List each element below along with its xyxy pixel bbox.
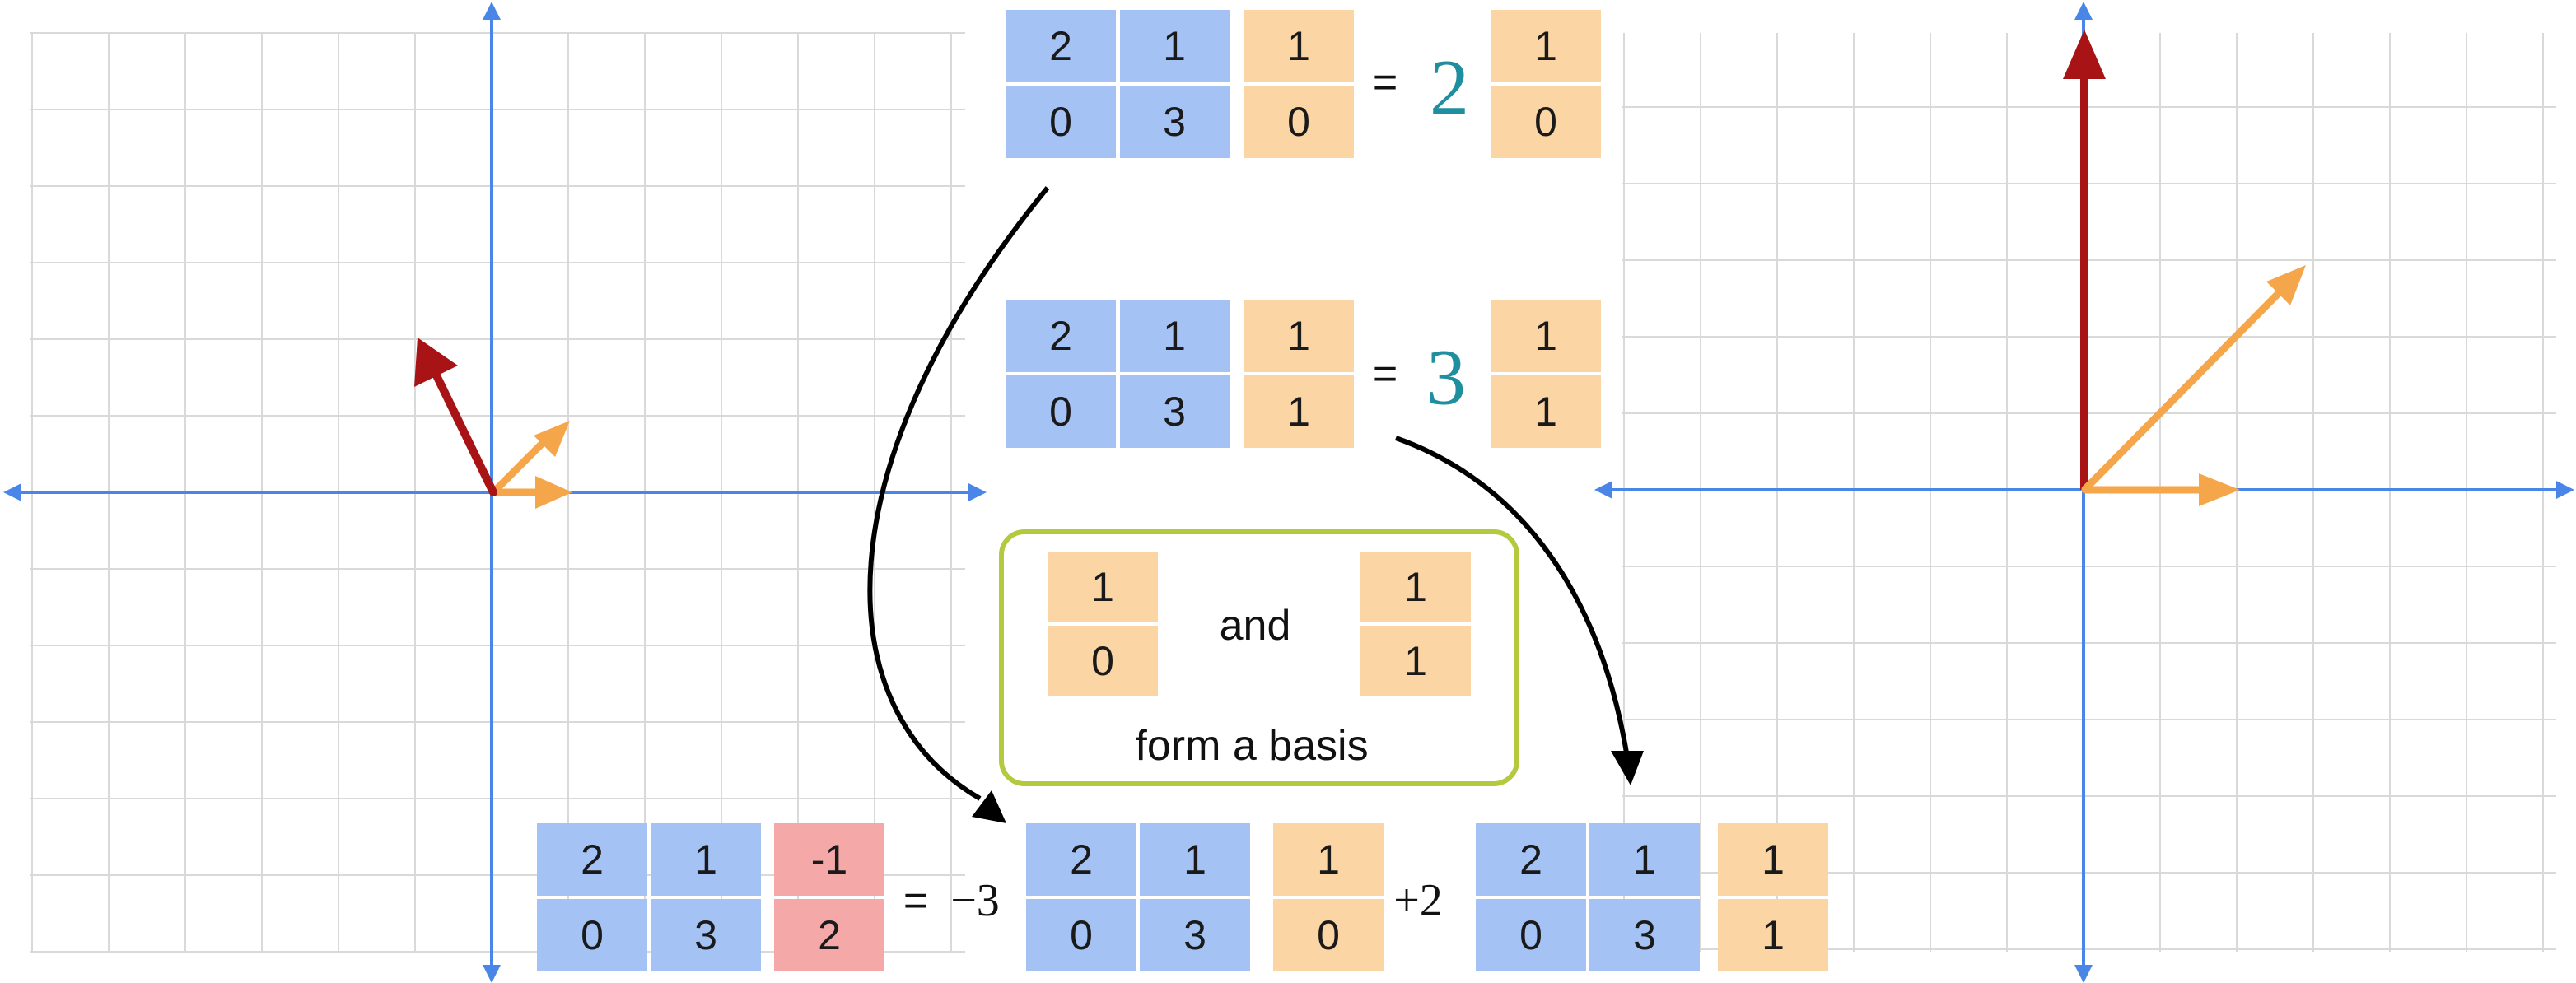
- right-eigen-vector-ae2: [2081, 265, 2306, 493]
- bottom-vector1-top: 1: [1317, 836, 1340, 883]
- bottom-input-top: -1: [811, 836, 847, 883]
- eq1-matrix-a12: 1: [1163, 23, 1186, 69]
- eq1-matrix-a21: 0: [1049, 99, 1072, 145]
- bottom-vector-1: 1 0: [1273, 823, 1384, 971]
- bottom-matrix: 2 1 0 3: [537, 823, 761, 971]
- bottom-input-bottom: 2: [818, 912, 841, 958]
- bottom-vector-2: 1 1: [1718, 823, 1828, 971]
- bottom-matrix2-a12: 1: [1633, 836, 1656, 883]
- right-image-vector: [2063, 30, 2106, 490]
- eq1-result-top: 1: [1534, 23, 1557, 69]
- eq2-result-vector: 1 1: [1491, 300, 1601, 448]
- eigen-equation-1: 2 1 0 3 1 0 = 2 1 0: [1006, 10, 1601, 158]
- eq1-equals-sign: =: [1373, 58, 1398, 106]
- eq1-result-vector: 1 0: [1491, 10, 1601, 158]
- bottom-matrix-a11: 2: [581, 836, 604, 883]
- bottom-vector1-bottom: 0: [1317, 912, 1340, 958]
- basis-vector-2: 1 1: [1360, 552, 1471, 696]
- bottom-matrix-a12: 1: [694, 836, 717, 883]
- bottom-matrix2-a21: 0: [1519, 912, 1542, 958]
- basis-v1-bottom: 0: [1091, 638, 1114, 684]
- basis-v2-bottom: 1: [1404, 638, 1427, 684]
- eq1-matrix: 2 1 0 3: [1006, 10, 1230, 158]
- basis-connector-and: and: [1220, 602, 1291, 650]
- basis-vector-1: 1 0: [1048, 552, 1158, 696]
- bottom-matrix-a22: 3: [694, 912, 717, 958]
- bottom-matrix1-a22: 3: [1183, 912, 1206, 958]
- bottom-matrix2-a22: 3: [1633, 912, 1656, 958]
- bottom-matrix-2: 2 1 0 3: [1476, 823, 1700, 971]
- eq1-eigenvalue: 2: [1430, 44, 1469, 132]
- eq2-result-bottom: 1: [1534, 389, 1557, 435]
- eq1-vector-bottom: 0: [1287, 99, 1310, 145]
- eq1-matrix-a22: 3: [1163, 99, 1186, 145]
- bottom-matrix1-a12: 1: [1183, 836, 1206, 883]
- eq1-result-bottom: 0: [1534, 99, 1557, 145]
- bottom-coef-1: −3: [950, 875, 1000, 926]
- basis-callout: 1 0 and 1 1 form a basis: [999, 529, 1519, 786]
- bottom-equals-sign: =: [903, 877, 928, 925]
- bottom-matrix-a21: 0: [581, 912, 604, 958]
- eq2-result-top: 1: [1534, 313, 1557, 359]
- eq2-eigenvalue: 3: [1426, 333, 1466, 422]
- bottom-matrix1-a21: 0: [1070, 912, 1093, 958]
- bottom-coef-2: +2: [1393, 875, 1443, 926]
- eq2-matrix: 2 1 0 3: [1006, 300, 1230, 448]
- eq2-matrix-a11: 2: [1049, 313, 1072, 359]
- eq2-matrix-a21: 0: [1049, 389, 1072, 435]
- right-eigen-vector-ae1: [2081, 473, 2240, 506]
- eq2-vector-bottom: 1: [1287, 389, 1310, 435]
- basis-v2-top: 1: [1404, 564, 1427, 610]
- decomposition-equation: 2 1 0 3 -1 2 = −3 2 1 0 3 1 0 +: [537, 823, 1828, 971]
- bottom-matrix1-a11: 2: [1070, 836, 1093, 883]
- basis-caption: form a basis: [1135, 722, 1368, 770]
- bottom-matrix2-a11: 2: [1519, 836, 1542, 883]
- eq2-vector: 1 1: [1244, 300, 1354, 448]
- eq2-matrix-a12: 1: [1163, 313, 1186, 359]
- eigen-equation-2: 2 1 0 3 1 1 = 3 1 1: [1006, 300, 1601, 448]
- left-eigen-vector-e1: [489, 476, 572, 509]
- flow-arrow-eq2-to-bottom: [1394, 436, 1644, 785]
- bottom-input-vector: -1 2: [774, 823, 884, 971]
- eq1-matrix-a11: 2: [1049, 23, 1072, 69]
- eq2-equals-sign: =: [1373, 350, 1398, 398]
- eq1-vector-top: 1: [1287, 23, 1310, 69]
- left-input-vector: [414, 338, 497, 496]
- eq1-vector: 1 0: [1244, 10, 1354, 158]
- bottom-vector2-bottom: 1: [1762, 912, 1785, 958]
- bottom-matrix-1: 2 1 0 3: [1026, 823, 1250, 971]
- right-coordinate-plane: [1594, 2, 2574, 983]
- left-coordinate-plane: [3, 2, 987, 983]
- bottom-vector2-top: 1: [1762, 836, 1785, 883]
- eq2-matrix-a22: 3: [1163, 389, 1186, 435]
- eq2-vector-top: 1: [1287, 313, 1310, 359]
- left-eigen-vector-e2: [489, 421, 570, 496]
- basis-v1-top: 1: [1091, 564, 1114, 610]
- flow-arrow-eq1-to-bottom: [867, 186, 1050, 823]
